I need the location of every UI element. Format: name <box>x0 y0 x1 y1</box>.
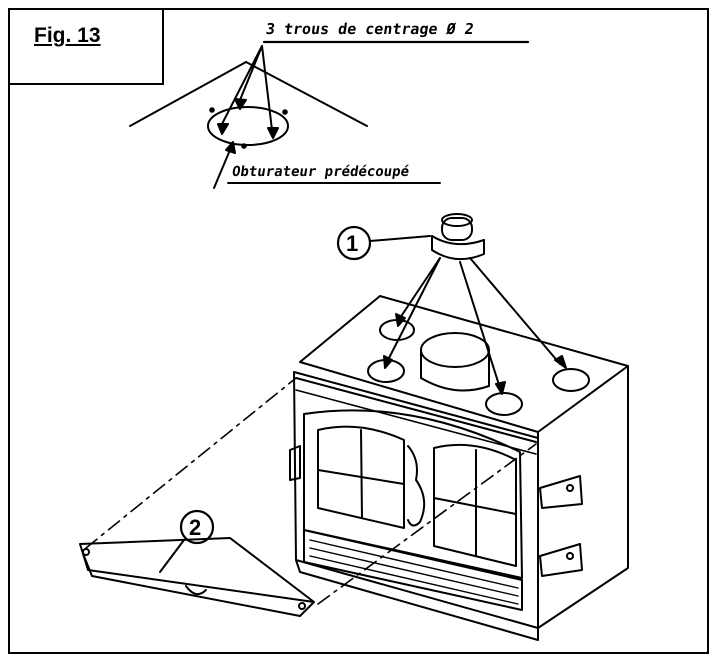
part-2-number: 2 <box>189 515 201 540</box>
figure-label-box <box>8 8 164 85</box>
centering-holes-detail <box>129 40 530 189</box>
figure-label: Fig. 13 <box>34 24 101 47</box>
stove-body <box>289 295 629 641</box>
figure-frame <box>8 8 709 654</box>
part-1-number: 1 <box>346 231 358 256</box>
part-2-plate <box>79 377 537 617</box>
